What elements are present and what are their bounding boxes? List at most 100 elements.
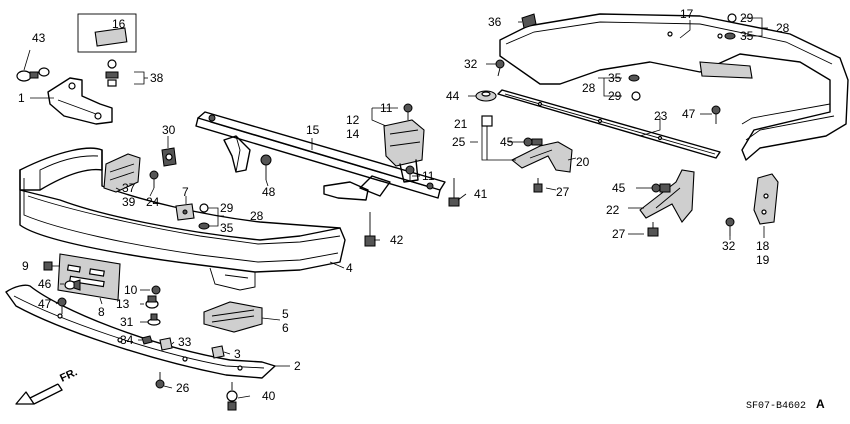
nut-13	[145, 295, 159, 309]
callout-39: 39	[122, 195, 136, 209]
clip-30	[161, 147, 177, 167]
bolt-11	[403, 103, 415, 182]
rear-bumper-face	[499, 13, 849, 161]
callout-27-upper: 27	[556, 185, 570, 199]
callout-24: 24	[146, 195, 160, 209]
callout-22: 22	[606, 203, 620, 217]
callout-29-front: 29	[220, 201, 234, 215]
clip-9	[43, 261, 53, 271]
bolt-21	[481, 115, 493, 160]
callout-36: 36	[488, 15, 502, 29]
callout-44: 44	[446, 89, 460, 103]
clip-36	[521, 13, 537, 29]
callout-35-front: 35	[220, 221, 234, 235]
callout-2: 2	[294, 359, 301, 373]
callout-13: 13	[116, 297, 130, 311]
bolt-27-lower	[647, 222, 659, 237]
callout-3: 3	[234, 347, 241, 361]
bolt-40	[226, 382, 238, 411]
callout-28-front: 28	[250, 209, 264, 223]
clip-43	[16, 67, 50, 82]
callout-20: 20	[576, 155, 590, 169]
bolt-42	[364, 212, 376, 247]
clips-33-34-3	[141, 335, 225, 359]
callout-25: 25	[452, 135, 466, 149]
nut-29-35-rear-mid	[628, 74, 641, 101]
callout-23: 23	[654, 109, 668, 123]
callout-29-rear-top: 29	[740, 11, 754, 25]
callout-4: 4	[346, 261, 353, 275]
front-bumper-beam	[195, 111, 446, 201]
screw-24	[149, 170, 159, 188]
cover-5-6	[203, 301, 263, 333]
callout-29-rear-mid: 29	[608, 89, 622, 103]
nut-29-35-front	[198, 203, 210, 230]
rear-retainer-strip	[497, 89, 721, 159]
bolt-47-front	[57, 297, 67, 314]
diagram-code-text: SF07-B4602	[746, 401, 806, 412]
bolt-47-rear	[711, 105, 721, 124]
callout-42: 42	[390, 233, 404, 247]
callout-21: 21	[454, 117, 468, 131]
callout-45-lower: 45	[612, 181, 626, 195]
callout-12: 12	[346, 113, 360, 127]
callout-43: 43	[32, 31, 46, 45]
bolt-48	[260, 154, 272, 180]
callout-14: 14	[346, 127, 360, 141]
nut-29-35-rear-top	[724, 13, 737, 40]
front-direction-arrow: FR.	[15, 366, 79, 405]
direction-label: FR.	[58, 366, 79, 384]
callout-37: 37	[122, 181, 136, 195]
bolt-27-upper	[533, 178, 543, 193]
nut-10	[151, 285, 161, 295]
callout-labels: 16 43 1 38 30 37 39 24 7 29 28 35 48 15 …	[18, 7, 790, 403]
callout-11-upper: 11	[380, 101, 393, 115]
callout-31: 31	[120, 315, 134, 329]
callout-6: 6	[282, 321, 289, 335]
callout-11-lower: 11	[422, 169, 435, 183]
callout-8: 8	[98, 305, 105, 319]
callout-33: 33	[178, 335, 192, 349]
rear-bracket-20	[510, 141, 573, 173]
callout-41: 41	[474, 187, 488, 201]
bolt-45-upper	[523, 137, 543, 147]
screw-32-lower	[725, 217, 735, 236]
callout-38: 38	[150, 71, 164, 85]
callout-9: 9	[22, 259, 29, 273]
clip-7	[175, 203, 195, 221]
callout-10: 10	[124, 283, 138, 297]
callout-27-lower: 27	[612, 227, 626, 241]
clip-38	[105, 59, 119, 87]
bolt-45-lower	[651, 183, 671, 193]
callout-34: 34	[120, 333, 134, 347]
rear-bracket-18-19	[753, 173, 779, 225]
diagram-code-suffix: A	[816, 397, 825, 411]
marker-light-part-16	[77, 13, 137, 53]
callout-5: 5	[282, 307, 289, 321]
callout-18: 18	[756, 239, 770, 253]
bracket-37-39	[103, 153, 141, 193]
callout-45-upper: 45	[500, 135, 514, 149]
callout-1: 1	[18, 91, 25, 105]
callout-46: 46	[38, 277, 52, 291]
leader-lines	[23, 17, 768, 399]
callout-32-rear: 32	[464, 57, 478, 71]
callout-16: 16	[112, 17, 126, 31]
callout-35-rear-top: 35	[740, 29, 754, 43]
callout-26: 26	[176, 381, 190, 395]
callout-19: 19	[756, 253, 770, 267]
callout-35-rear-mid: 35	[608, 71, 622, 85]
nut-31	[147, 313, 161, 326]
rear-bracket-22	[639, 169, 695, 223]
bumper-mount-bracket	[383, 119, 425, 183]
callout-28-rear-top: 28	[776, 21, 790, 35]
callout-30: 30	[162, 123, 176, 137]
callout-40: 40	[262, 389, 276, 403]
front-lower-spoiler	[5, 284, 276, 379]
callout-7: 7	[182, 185, 189, 199]
callout-32-lower: 32	[722, 239, 736, 253]
callout-28-rear-mid: 28	[582, 81, 596, 95]
callout-15: 15	[306, 123, 320, 137]
callout-48: 48	[262, 185, 276, 199]
